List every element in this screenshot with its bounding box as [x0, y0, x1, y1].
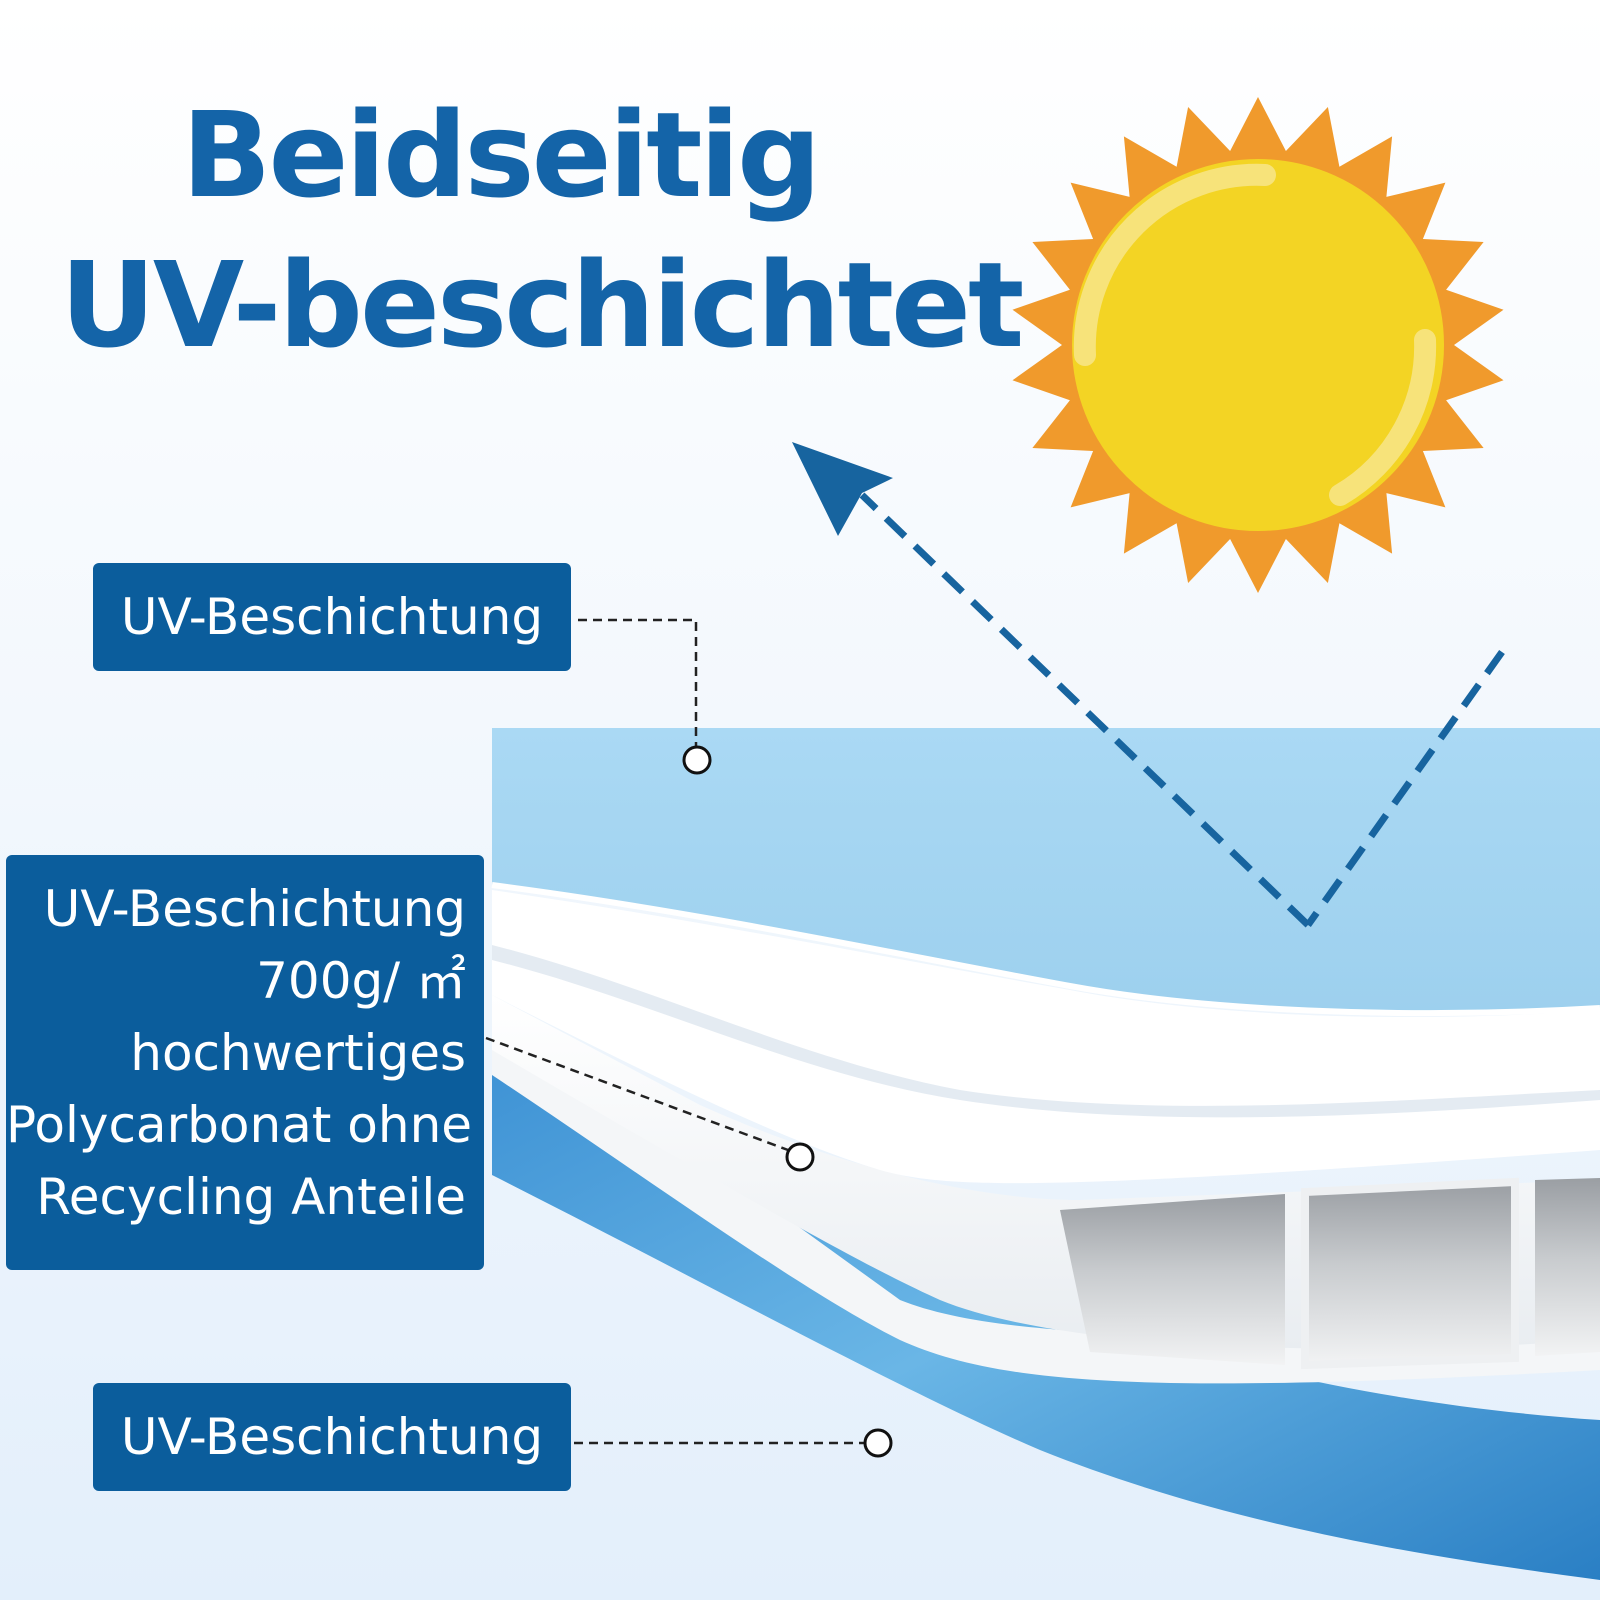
arrow-head — [792, 442, 893, 536]
core-top-shadow — [492, 945, 1600, 1118]
leader-middle — [485, 1036, 789, 1152]
label-core-line-5: Recycling Anteile — [36, 1168, 466, 1226]
bottom-uv-layer — [492, 1010, 1600, 1580]
top-layer-edge — [491, 882, 1600, 1017]
marker-bottom — [863, 1428, 893, 1458]
marker-middle — [785, 1142, 815, 1172]
sun-highlight-top — [1073, 163, 1276, 366]
leader-top — [578, 618, 698, 746]
polycarbonate-sheet — [491, 728, 1600, 1580]
sun-highlight-bottom — [1329, 329, 1437, 506]
label-bottom-text: UV-Beschichtung — [120, 1408, 544, 1466]
label-core-line-2: 700g/ ㎡ — [256, 952, 466, 1010]
label-top-uv-coating: UV-Beschichtung — [93, 563, 571, 671]
label-core-line-3: hochwertiges — [130, 1024, 466, 1082]
label-top-text: UV-Beschichtung — [120, 588, 544, 646]
label-core-line-1: UV-Beschichtung — [43, 880, 466, 938]
headline: Beidseitig UV-beschichtet — [60, 80, 1024, 380]
reflection-arrow-icon — [792, 442, 1505, 928]
label-bottom-uv-coating: UV-Beschichtung — [93, 1383, 571, 1491]
top-uv-layer — [492, 728, 1600, 1014]
marker-top — [682, 745, 712, 775]
headline-line-2: UV-beschichtet — [60, 236, 1024, 374]
label-core-line-4: Polycarbonat ohne — [6, 1096, 473, 1154]
leader-lines — [485, 618, 864, 1445]
arrow-incoming-path — [1305, 649, 1505, 928]
sun-core — [1068, 155, 1448, 535]
hollow-chambers — [1060, 1177, 1600, 1370]
sun-icon — [1012, 97, 1504, 593]
leader-markers — [682, 745, 893, 1458]
label-core-material: UV-Beschichtung 700g/ ㎡ hochwertiges Pol… — [6, 855, 484, 1270]
headline-line-1: Beidseitig — [181, 86, 822, 224]
arrow-return-path — [859, 492, 1311, 928]
